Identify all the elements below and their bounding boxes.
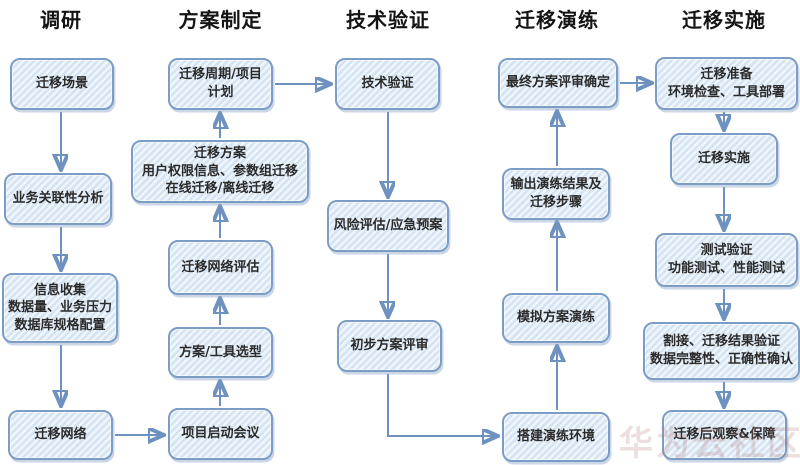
- box-risk-assessment-contingency: 风险评估/应急预案: [327, 200, 449, 252]
- box-post-migration-observation: 迁移后观察&保障: [662, 410, 787, 460]
- box-test-verification: 测试验证 功能测试、性能测试: [655, 233, 798, 287]
- column-header-migration-implementation: 迁移实施: [682, 8, 766, 32]
- box-cutover-result-verification: 割接、迁移结果验证 数据完整性、正确性确认: [643, 322, 800, 380]
- box-technical-verification: 技术验证: [335, 58, 440, 110]
- box-migration-cycle-project-plan: 迁移周期/项目计划: [168, 58, 273, 110]
- box-business-correlation-analysis: 业务关联性分析: [4, 173, 112, 225]
- box-migration-scenario: 迁移场景: [10, 58, 114, 110]
- box-solution-tool-selection: 方案/工具选型: [168, 327, 273, 378]
- column-header-migration-drill: 迁移演练: [515, 8, 599, 32]
- box-simulated-plan-drill: 模拟方案演练: [502, 293, 610, 343]
- column-header-research: 调研: [40, 8, 82, 32]
- box-final-plan-review-confirm: 最终方案评审确定: [498, 58, 618, 108]
- column-header-plan-formulation: 方案制定: [178, 8, 263, 32]
- box-migration-network-evaluation: 迁移网络评估: [168, 240, 273, 295]
- box-migration-plan: 迁移方案 用户权限信息、参数组迁移 在线迁移/离线迁移: [131, 140, 309, 203]
- box-migration-implementation: 迁移实施: [670, 133, 778, 185]
- box-output-drill-results: 输出演练结果及 迁移步骤: [502, 168, 610, 220]
- arrow-review-to-drill-env: [387, 374, 496, 436]
- box-project-kickoff-meeting: 项目启动会议: [168, 408, 273, 460]
- box-preliminary-plan-review: 初步方案评审: [337, 320, 442, 372]
- box-build-drill-environment: 搭建演练环境: [502, 412, 610, 462]
- box-information-collection: 信息收集 数据量、业务压力 数据库规格配置: [2, 273, 118, 343]
- box-migration-network: 迁移网络: [8, 410, 113, 460]
- box-migration-preparation: 迁移准备 环境检查、工具部署: [655, 57, 798, 110]
- column-header-technical-verification: 技术验证: [346, 8, 430, 32]
